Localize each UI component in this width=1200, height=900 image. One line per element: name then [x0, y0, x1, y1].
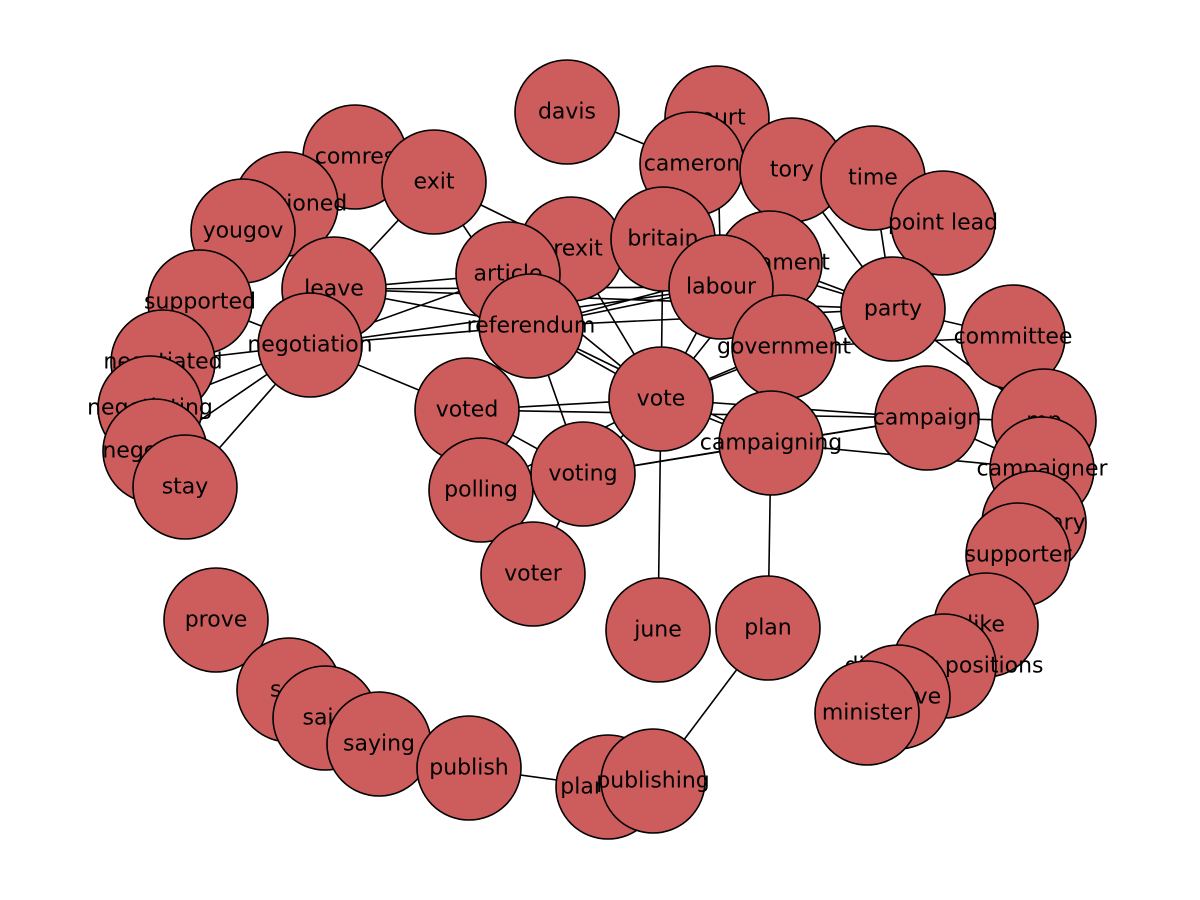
node-circle — [530, 421, 636, 527]
graph-node: voter — [480, 521, 586, 627]
graph-node: party — [840, 256, 946, 362]
node-circle — [480, 521, 586, 627]
node-label: minister — [822, 701, 913, 726]
node-label: voting — [548, 462, 617, 487]
node-label: publish — [429, 756, 509, 781]
node-label: exit — [414, 170, 455, 195]
graph-node: saying — [326, 691, 432, 797]
node-label: polling — [444, 478, 518, 503]
node-label: comres — [315, 145, 396, 170]
node-circle — [600, 728, 706, 834]
node-circle — [718, 390, 824, 496]
graph-node: polling — [428, 437, 534, 543]
graph-node: stay — [132, 434, 238, 540]
node-label: cameron — [644, 152, 741, 177]
node-label: stay — [162, 475, 209, 500]
node-label: campaigning — [700, 431, 843, 456]
node-label: saying — [343, 732, 415, 757]
node-label: campaign — [873, 406, 981, 431]
node-circle — [890, 170, 996, 276]
graph-node: publishing — [596, 728, 710, 834]
node-label: voted — [436, 398, 499, 423]
graph-node: voting — [530, 421, 636, 527]
node-label: point lead — [888, 211, 998, 236]
graph-node: campaign — [873, 365, 981, 471]
node-label: june — [633, 618, 682, 643]
node-circle — [163, 567, 269, 673]
node-circle — [840, 256, 946, 362]
graph-node: vote — [608, 346, 714, 452]
graph-node: minister — [814, 660, 920, 766]
graph-node: plan — [715, 575, 821, 681]
node-label: vote — [637, 387, 686, 412]
node-label: time — [848, 166, 898, 191]
node-label: voter — [504, 562, 563, 587]
graph-node: point lead — [888, 170, 998, 276]
node-circle — [814, 660, 920, 766]
node-label: tory — [770, 158, 814, 183]
graph-node: prove — [163, 567, 269, 673]
node-circle — [514, 59, 620, 165]
node-circle — [478, 273, 584, 379]
graph-node: publish — [416, 715, 522, 821]
node-label: party — [864, 297, 922, 322]
graph-node: campaigning — [700, 390, 843, 496]
graph-node: referendum — [467, 273, 596, 379]
node-label: yougov — [203, 219, 284, 244]
node-label: plan — [744, 616, 792, 641]
node-label: labour — [686, 275, 757, 300]
graph-node: voted — [414, 357, 520, 463]
graph-node: tory — [739, 117, 845, 223]
graph-node: june — [605, 577, 711, 683]
node-circle — [132, 434, 238, 540]
graph-node: exit — [381, 129, 487, 235]
node-circle — [608, 346, 714, 452]
node-circle — [874, 365, 980, 471]
node-label: publishing — [596, 769, 710, 794]
node-label: negotiation — [247, 333, 372, 358]
node-circle — [416, 715, 522, 821]
node-label: government — [717, 335, 851, 360]
node-label: committee — [954, 325, 1073, 350]
node-label: prove — [185, 608, 248, 633]
graph-node: davis — [514, 59, 620, 165]
graph-node: government — [717, 294, 851, 400]
node-circle — [715, 575, 821, 681]
nodes-layer: daviscourtcamerontorytimepoint leadcomre… — [87, 59, 1108, 840]
node-label: davis — [538, 100, 596, 125]
node-circle — [257, 292, 363, 398]
graph-node: committee — [954, 284, 1073, 390]
graph-node: negotiation — [247, 292, 373, 398]
node-label: referendum — [467, 314, 596, 339]
node-label: supporter — [964, 543, 1072, 568]
node-circle — [381, 129, 487, 235]
node-circle — [605, 577, 711, 683]
